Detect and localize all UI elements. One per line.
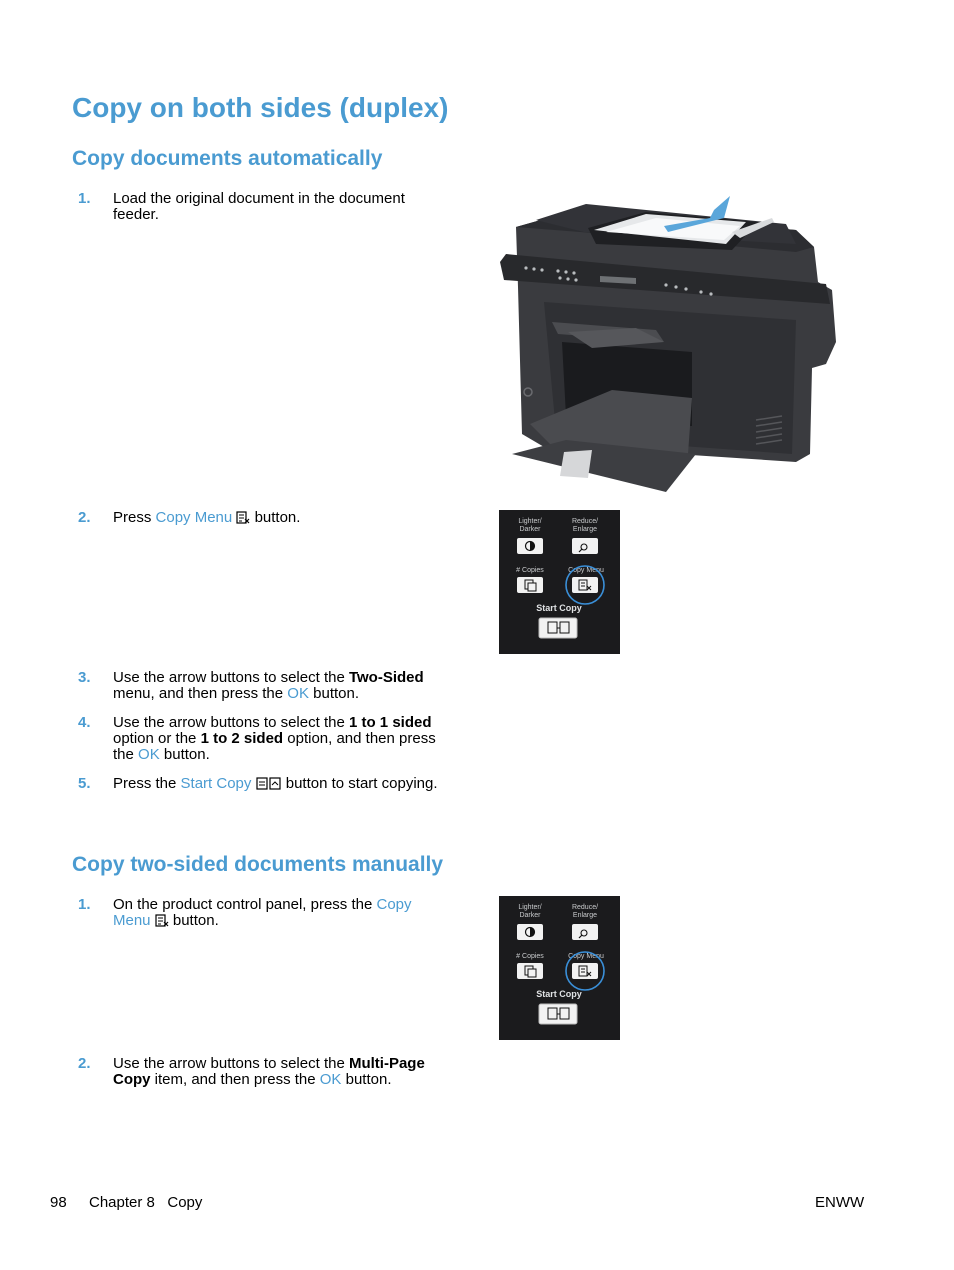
copy-menu-button[interactable] bbox=[572, 577, 598, 593]
reduce-enlarge-label-1: Reduce/ bbox=[572, 904, 598, 911]
copies-label: # Copies bbox=[516, 953, 544, 960]
step-number: 4. bbox=[78, 714, 91, 731]
lighter-darker-label-2: Darker bbox=[519, 912, 541, 919]
step-number: 2. bbox=[78, 509, 91, 526]
ok-link[interactable]: OK bbox=[287, 685, 309, 702]
control-panel-graphic: Lighter/ Darker Reduce/ Enlarge # Copies… bbox=[516, 904, 605, 1025]
step-text: Use the arrow buttons to select the Two-… bbox=[113, 669, 424, 702]
copy-menu-highlight bbox=[565, 951, 605, 991]
copy-menu-link[interactable]: Copy Menu bbox=[155, 509, 233, 526]
section-heading-automatic: Copy documents automatically bbox=[72, 147, 383, 170]
step-text: Press Copy Menu button. bbox=[113, 509, 301, 526]
step-number: 1. bbox=[78, 190, 91, 207]
copy-menu-label: Copy Menu bbox=[568, 567, 604, 574]
start-copy-label: Start Copy bbox=[536, 603, 582, 613]
reduce-enlarge-label-2: Enlarge bbox=[573, 526, 597, 533]
ok-link[interactable]: OK bbox=[138, 746, 160, 763]
copy-menu-highlight bbox=[565, 565, 605, 605]
copy-menu-icon bbox=[155, 914, 169, 927]
copy-menu-button[interactable] bbox=[572, 963, 598, 979]
lighter-darker-label-1: Lighter/ bbox=[518, 518, 541, 525]
lighter-darker-label-2: Darker bbox=[519, 526, 541, 533]
control-panel-image: Lighter/ Darker Reduce/ Enlarge # Copies… bbox=[499, 510, 620, 654]
control-panel-graphic: Lighter/ Darker Reduce/ Enlarge # Copies… bbox=[516, 518, 605, 639]
reduce-enlarge-label-2: Enlarge bbox=[573, 912, 597, 919]
step-text: On the product control panel, press the … bbox=[113, 896, 412, 929]
start-copy-icon bbox=[255, 777, 281, 790]
page-number: 98 bbox=[50, 1194, 67, 1211]
printer-illustration bbox=[500, 196, 836, 492]
ok-link[interactable]: OK bbox=[319, 1071, 342, 1088]
step-number: 2. bbox=[78, 1055, 91, 1072]
page-title: Copy on both sides (duplex) bbox=[72, 92, 449, 123]
step-number: 5. bbox=[78, 775, 91, 792]
step-text: Use the arrow buttons to select the 1 to… bbox=[113, 714, 436, 763]
section-heading-manual: Copy two-sided documents manually bbox=[72, 853, 444, 876]
reduce-enlarge-label-1: Reduce/ bbox=[572, 518, 598, 525]
start-copy-label: Start Copy bbox=[536, 989, 582, 999]
step-number: 1. bbox=[78, 896, 91, 913]
copy-menu-link[interactable]: Copy Menu bbox=[113, 896, 412, 929]
control-panel-image-2: Lighter/ Darker Reduce/ Enlarge # Copies… bbox=[499, 896, 620, 1040]
chapter-label: Chapter 8 Copy bbox=[89, 1194, 203, 1211]
step-text: Load the original document in the docume… bbox=[113, 190, 405, 223]
reduce-enlarge-button[interactable] bbox=[572, 924, 598, 940]
step-number: 3. bbox=[78, 669, 91, 686]
start-copy-link[interactable]: Start Copy bbox=[180, 775, 252, 792]
lighter-darker-label-1: Lighter/ bbox=[518, 904, 541, 911]
step-text: Use the arrow buttons to select the Mult… bbox=[113, 1055, 425, 1088]
footer-right-label: ENWW bbox=[815, 1194, 865, 1211]
copy-menu-icon bbox=[236, 511, 250, 524]
copies-label: # Copies bbox=[516, 567, 544, 574]
step-text: Press the Start Copy button to start cop… bbox=[113, 775, 438, 792]
copy-menu-label: Copy Menu bbox=[568, 953, 604, 960]
reduce-enlarge-button[interactable] bbox=[572, 538, 598, 554]
